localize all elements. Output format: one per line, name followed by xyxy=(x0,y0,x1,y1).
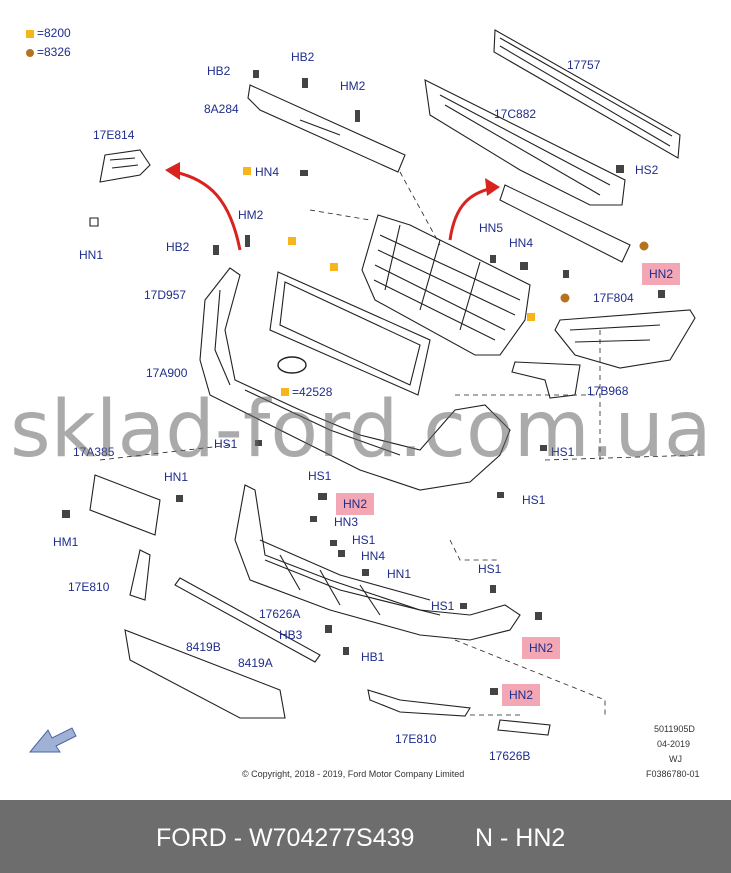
strip-8419b xyxy=(124,629,286,719)
legend-square: =8200 xyxy=(26,26,71,40)
label-hs1-a: HS1 xyxy=(214,437,238,451)
label-hn1-low: HN1 xyxy=(387,567,412,581)
label-17c882: 17C882 xyxy=(494,107,537,121)
strip-8419a xyxy=(174,577,321,663)
label-hs1-b: HS1 xyxy=(551,445,575,459)
label-8a284: 8A284 xyxy=(204,102,239,116)
bezel-17b968 xyxy=(511,361,581,399)
grille-frame xyxy=(269,271,431,396)
label-hn5: HN5 xyxy=(479,221,504,235)
footer-bar: FORD - W704277S439 N - HN2 xyxy=(0,800,731,873)
diagram-initials: WJ xyxy=(669,754,682,764)
label-17f804: 17F804 xyxy=(593,291,634,305)
label-17e810-b: 17E810 xyxy=(395,732,437,746)
legend-dot-code: =8326 xyxy=(37,45,71,59)
trim-17e810-lower xyxy=(367,689,471,717)
label-8419a: 8419A xyxy=(238,656,273,670)
label-hs2: HS2 xyxy=(635,163,659,177)
label-hb3: HB3 xyxy=(279,628,303,642)
label-17757: 17757 xyxy=(567,58,601,72)
label-hm2-top: HM2 xyxy=(340,79,366,93)
diagram-date: 04-2019 xyxy=(657,739,691,749)
highlight-hn2-low[interactable]: HN2 xyxy=(522,637,561,659)
absorber-17c882 xyxy=(424,79,626,206)
side-deflector-17f804 xyxy=(554,309,696,369)
trim-17626b xyxy=(497,719,551,736)
lower-bumper-17626a xyxy=(234,484,521,641)
label-42528: =42528 xyxy=(292,385,333,399)
label-17a385: 17A385 xyxy=(73,445,115,459)
legend-square-code: =8200 xyxy=(37,26,71,40)
trim-17e810-left xyxy=(129,549,151,601)
copyright: © Copyright, 2018 - 2019, Ford Motor Com… xyxy=(242,769,465,779)
label-hn1-top: HN1 xyxy=(79,248,104,262)
label-hs1-d: HS1 xyxy=(522,493,546,507)
label-hs1-e: HS1 xyxy=(352,533,376,547)
label-hs1-f: HS1 xyxy=(478,562,502,576)
square-marker-icon xyxy=(26,29,34,38)
label-hn4-low: HN4 xyxy=(361,549,386,563)
label-17626b: 17626B xyxy=(489,749,531,763)
direction-arrow-icon xyxy=(28,727,77,753)
label-17e810-a: 17E810 xyxy=(68,580,110,594)
watermark: sklad-ford.com.ua xyxy=(10,385,712,475)
diagram-code: 5011905D xyxy=(654,724,695,734)
footer-code: N - HN2 xyxy=(475,824,566,852)
label-hn3: HN3 xyxy=(334,515,359,529)
figure-number: F0386780-01 xyxy=(646,769,700,779)
label-hn1-mid: HN1 xyxy=(164,470,189,484)
label-8419b: 8419B xyxy=(186,640,221,654)
label-hn4-top: HN4 xyxy=(255,165,280,179)
bumper-cover-17d957 xyxy=(199,267,511,491)
fastener-hn1-top xyxy=(89,217,99,227)
highlight-hn2-bottom[interactable]: HN2 xyxy=(502,684,541,706)
license-bracket-17a385 xyxy=(89,474,161,536)
label-hn4-mid: HN4 xyxy=(509,236,534,250)
red-arrow-left xyxy=(174,170,242,251)
label-hb1: HB1 xyxy=(361,650,385,664)
label-17e814: 17E814 xyxy=(93,128,135,142)
legend-dot: =8326 xyxy=(26,45,71,59)
label-hs1-g: HS1 xyxy=(431,599,455,613)
label-hm1: HM1 xyxy=(53,535,79,549)
highlight-hn2-mid[interactable]: HN2 xyxy=(336,493,375,515)
reinforcement-beam-17757 xyxy=(493,29,681,159)
ford-emblem xyxy=(277,356,307,374)
label-17a900: 17A900 xyxy=(146,366,188,380)
highlight-hn2-right[interactable]: HN2 xyxy=(642,263,681,285)
dot-marker-icon xyxy=(26,48,34,57)
label-17d957: 17D957 xyxy=(144,288,187,302)
lower-absorber xyxy=(499,184,631,263)
parts-diagram-art xyxy=(28,29,701,753)
label-17626a: 17626A xyxy=(259,607,301,621)
label-hb2-top: HB2 xyxy=(207,64,231,78)
label-hb2-mid: HB2 xyxy=(166,240,190,254)
bracket-17e814 xyxy=(99,149,151,183)
footer-part-number: FORD - W704277S439 xyxy=(156,824,415,852)
label-hm2-mid: HM2 xyxy=(238,208,264,222)
label-17b968: 17B968 xyxy=(587,384,629,398)
grille xyxy=(361,214,531,356)
upper-cover-8a284 xyxy=(247,84,406,173)
label-hs1-c: HS1 xyxy=(308,469,332,483)
label-hb2-top-right: HB2 xyxy=(291,50,315,64)
